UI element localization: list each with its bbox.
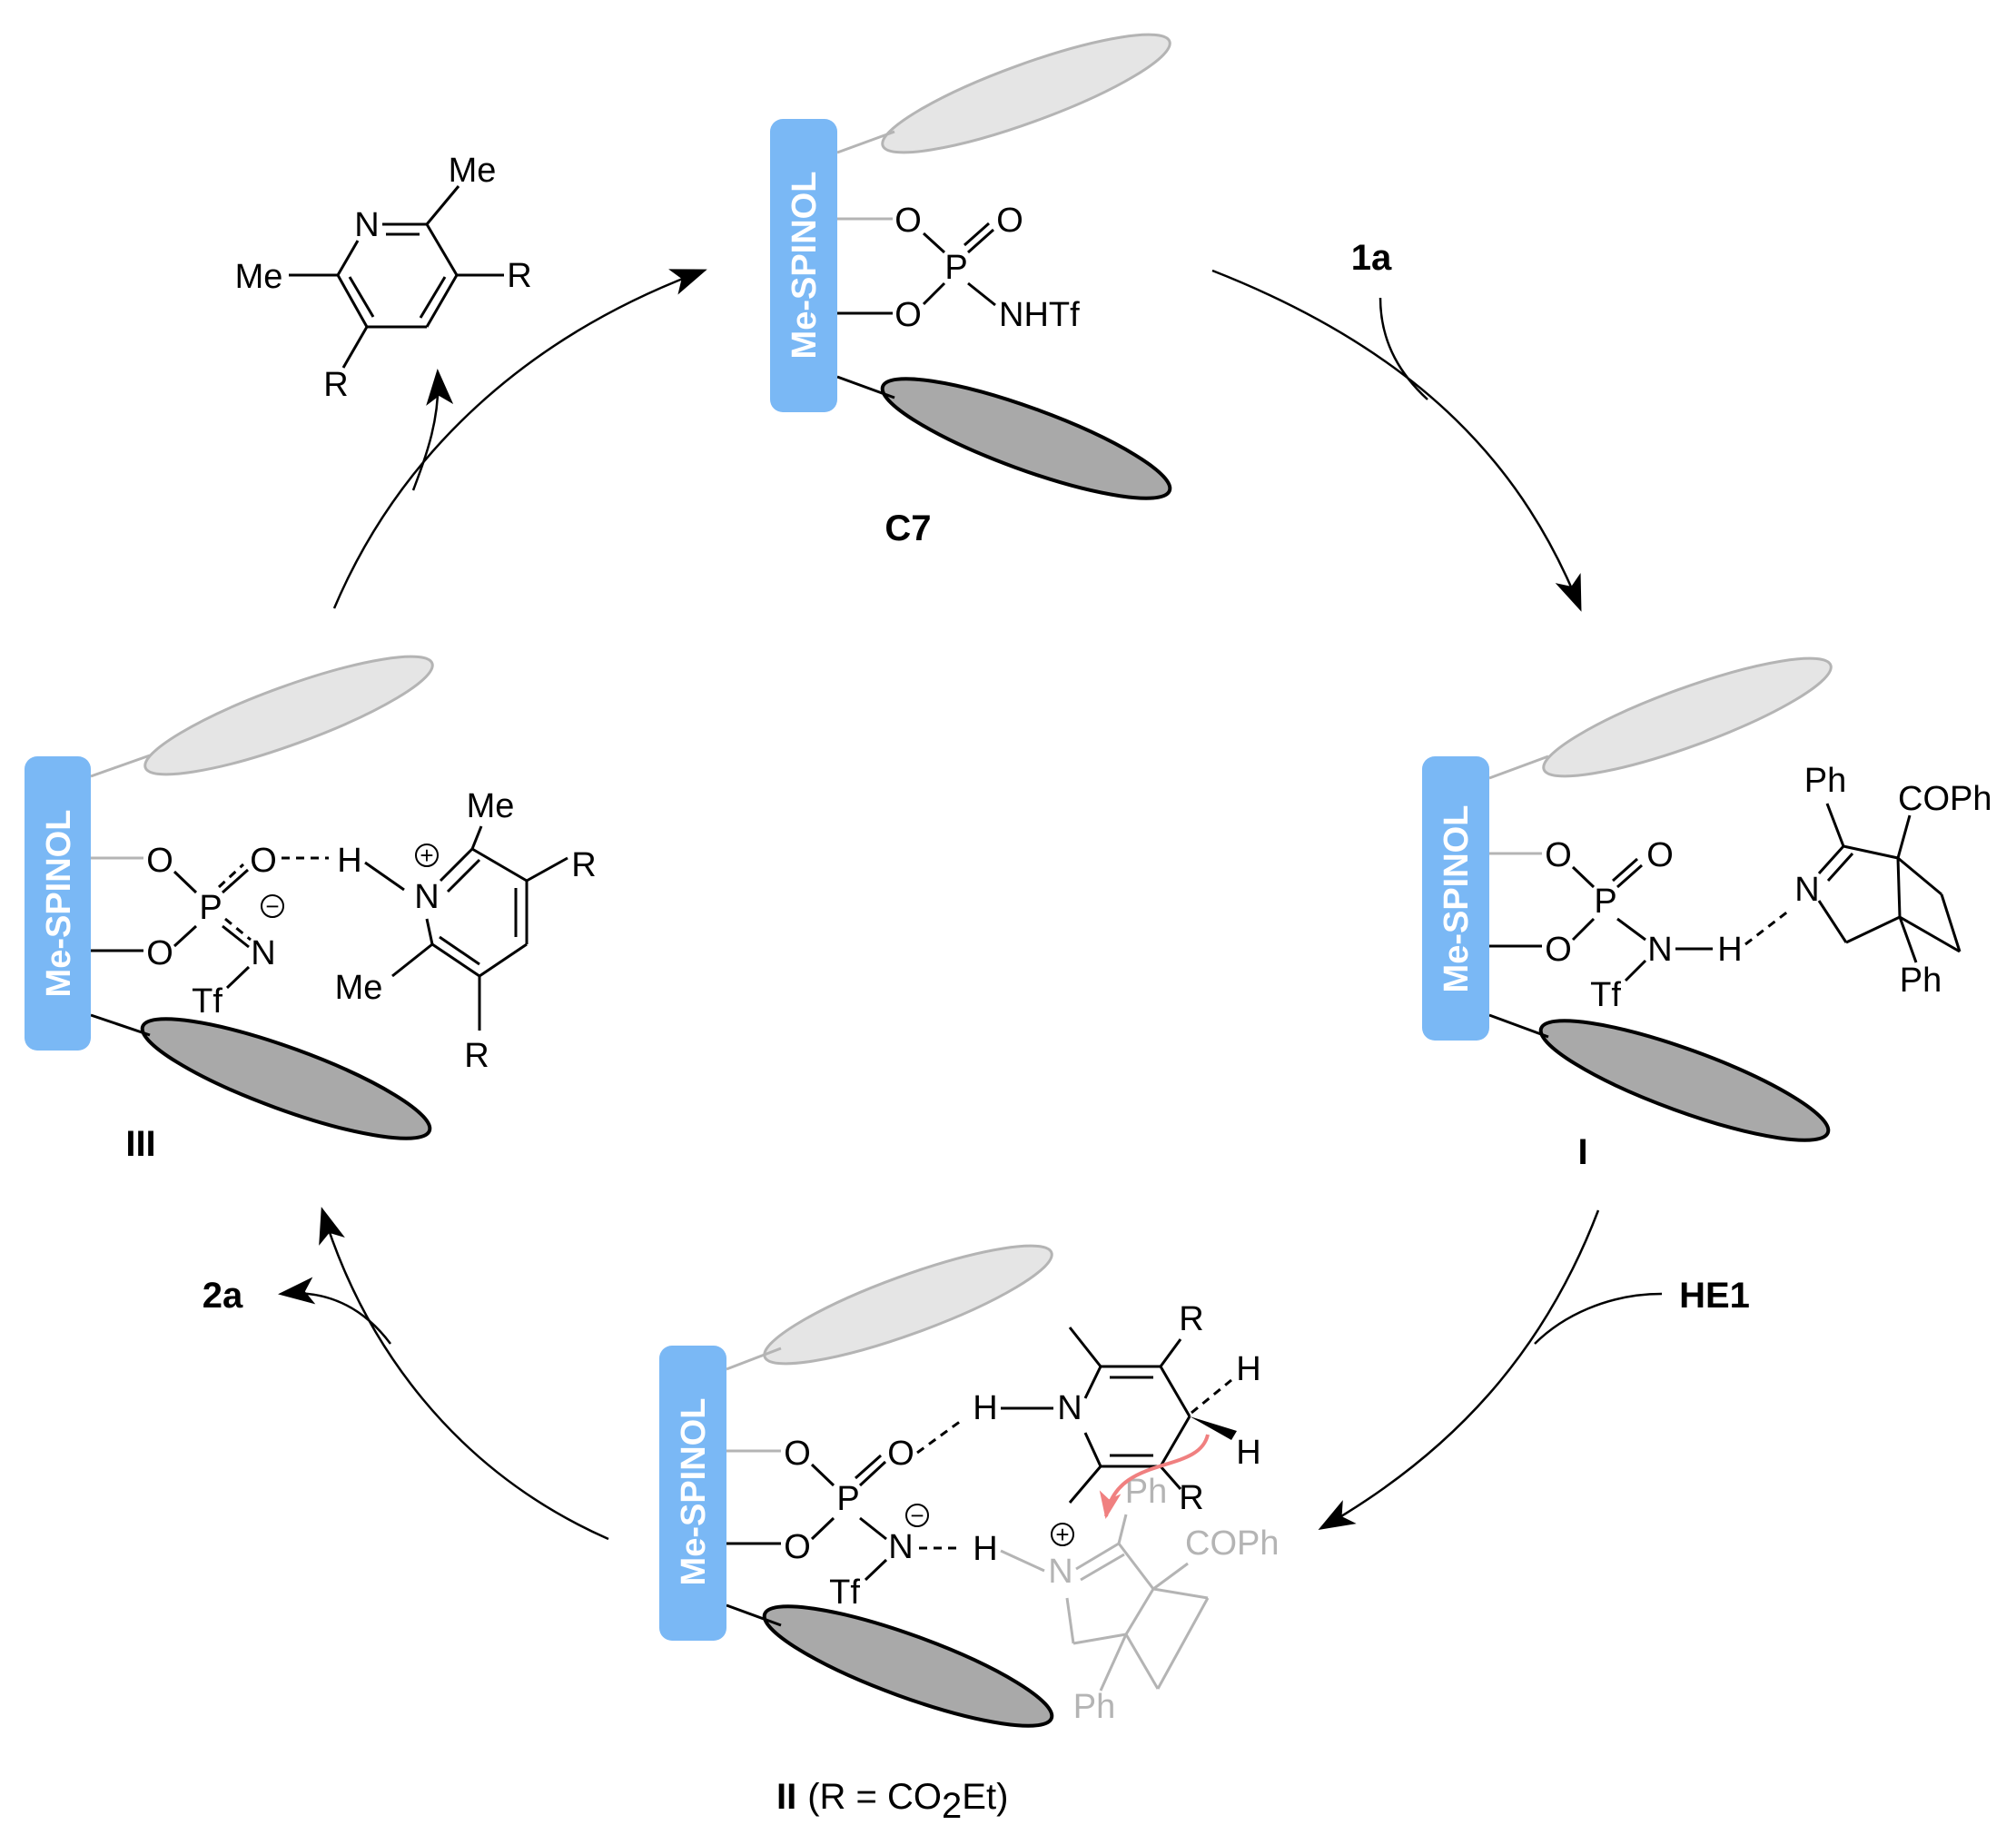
atom-o: O	[1545, 931, 1572, 969]
reagent-substrate-label: 1a	[1351, 238, 1392, 278]
intermediate-ii: Me-SPINOL O O P O N Tf − H H N R R H H	[659, 1244, 1279, 1825]
atom-h: H	[1236, 1434, 1260, 1472]
atom-ph: Ph	[1804, 762, 1846, 800]
charge-minus-sign: −	[265, 893, 279, 920]
atom-pyridinium-n: N	[414, 878, 439, 916]
spiro-backbone-dark	[880, 377, 1172, 500]
spiro-backbone-light	[881, 33, 1171, 154]
atom-imine-n: N	[1794, 871, 1819, 909]
intermediate-id-label: I	[1577, 1132, 1587, 1172]
atom-r: R	[1179, 1300, 1203, 1338]
pyridine-byproduct: N Me Me R R	[235, 152, 532, 404]
atom-h: H	[973, 1389, 997, 1427]
arrow-ii-to-iii	[319, 1207, 609, 1541]
charge-minus-sign: −	[910, 1502, 924, 1529]
atom-o: O	[996, 202, 1023, 240]
atom-n: N	[251, 934, 275, 972]
charge-minus	[905, 1504, 929, 1527]
atom-r: R	[571, 846, 596, 884]
atom-n: N	[888, 1528, 913, 1566]
arrow-iii-to-c7	[332, 269, 707, 609]
arrow-substrate-in	[1379, 297, 1428, 400]
arrow-c7-to-i	[1211, 269, 1582, 612]
atom-p: P	[1594, 883, 1616, 921]
scaffold-bar	[1422, 756, 1489, 1041]
atom-o: O	[1545, 836, 1572, 874]
charge-plus-sign: +	[420, 842, 433, 869]
charge-minus	[261, 894, 284, 918]
catalyst-c7: Me-SPINOL O O P O NHTf C7	[770, 33, 1172, 548]
atom-me: Me	[235, 258, 283, 296]
intermediate-i: Me-SPINOL O O P O N H Tf N Ph COPh Ph	[1422, 656, 1991, 1172]
atom-cooph: COPh	[1185, 1524, 1279, 1563]
atom-o: O	[146, 934, 173, 972]
atom-iminium-n: N	[1048, 1553, 1072, 1591]
atom-n: N	[1647, 931, 1672, 969]
atom-nhtf: NHTf	[999, 296, 1080, 334]
atom-h: H	[973, 1530, 997, 1568]
spiro-backbone-light	[143, 655, 434, 776]
intermediate-id-label: II(R = CO2Et)	[776, 1777, 1008, 1825]
atom-p: P	[836, 1480, 859, 1518]
atom-o: O	[784, 1435, 811, 1473]
atom-h: H	[337, 842, 361, 880]
atom-h: H	[1236, 1350, 1260, 1388]
atom-o: O	[887, 1435, 914, 1473]
atom-h: H	[1717, 931, 1742, 969]
wedge-bond	[1190, 1416, 1237, 1440]
intermediate-iii: Me-SPINOL O O P O N Tf − H N + Me Me R R	[25, 655, 597, 1164]
atom-o: O	[894, 296, 922, 334]
reagent-he-label: HE1	[1679, 1276, 1750, 1316]
spiro-backbone-light	[763, 1244, 1053, 1366]
scaffold-bar	[770, 119, 837, 412]
atom-o: O	[784, 1528, 811, 1566]
atom-p: P	[944, 249, 967, 287]
atom-r: R	[323, 366, 348, 404]
atom-dhp-n: N	[1057, 1389, 1082, 1427]
charge-plus	[1051, 1523, 1074, 1546]
atom-r: R	[1179, 1479, 1203, 1517]
atom-o: O	[250, 842, 277, 880]
catalyst-id-label: C7	[884, 508, 931, 548]
atom-me: Me	[449, 152, 497, 190]
charge-plus	[415, 843, 439, 867]
product-label: 2a	[203, 1276, 243, 1316]
scaffold-label: Me-SPINOL	[786, 172, 824, 360]
atom-me: Me	[467, 787, 515, 825]
hydride-transfer-arrow	[1099, 1434, 1210, 1519]
intermediate-id-label: III	[125, 1124, 155, 1164]
atom-cooph: COPh	[1898, 780, 1991, 818]
atom-o: O	[146, 842, 173, 880]
spiro-backbone-dark	[762, 1604, 1054, 1728]
arrow-i-to-ii	[1318, 1209, 1600, 1530]
atom-o: O	[894, 202, 922, 240]
charge-plus-sign: +	[1055, 1521, 1069, 1548]
spiro-backbone-light	[1542, 656, 1833, 778]
scaffold-label: Me-SPINOL	[40, 810, 78, 998]
scaffold-label: Me-SPINOL	[1438, 805, 1476, 993]
cycle-arrows: 1a HE1 2a	[203, 238, 1750, 1541]
arrow-he1-in	[1534, 1292, 1663, 1345]
atom-tf: Tf	[192, 982, 222, 1021]
atom-o: O	[1646, 836, 1674, 874]
spiro-backbone-dark	[1538, 1019, 1831, 1142]
atom-p: P	[199, 889, 222, 927]
atom-n: N	[354, 206, 379, 244]
scaffold-bar	[25, 756, 91, 1051]
atom-r: R	[507, 257, 531, 295]
atom-ph: Ph	[1073, 1688, 1115, 1726]
atom-tf: Tf	[829, 1573, 860, 1612]
scaffold-label: Me-SPINOL	[675, 1398, 713, 1586]
atom-me: Me	[335, 969, 383, 1007]
arrow-product-out	[278, 1277, 391, 1345]
atom-ph: Ph	[1900, 962, 1942, 1000]
spiro-backbone-dark	[140, 1017, 432, 1140]
atom-tf: Tf	[1590, 976, 1621, 1014]
scaffold-bar	[659, 1346, 726, 1641]
arrow-pyridine-out	[411, 369, 454, 491]
atom-r: R	[464, 1037, 489, 1075]
